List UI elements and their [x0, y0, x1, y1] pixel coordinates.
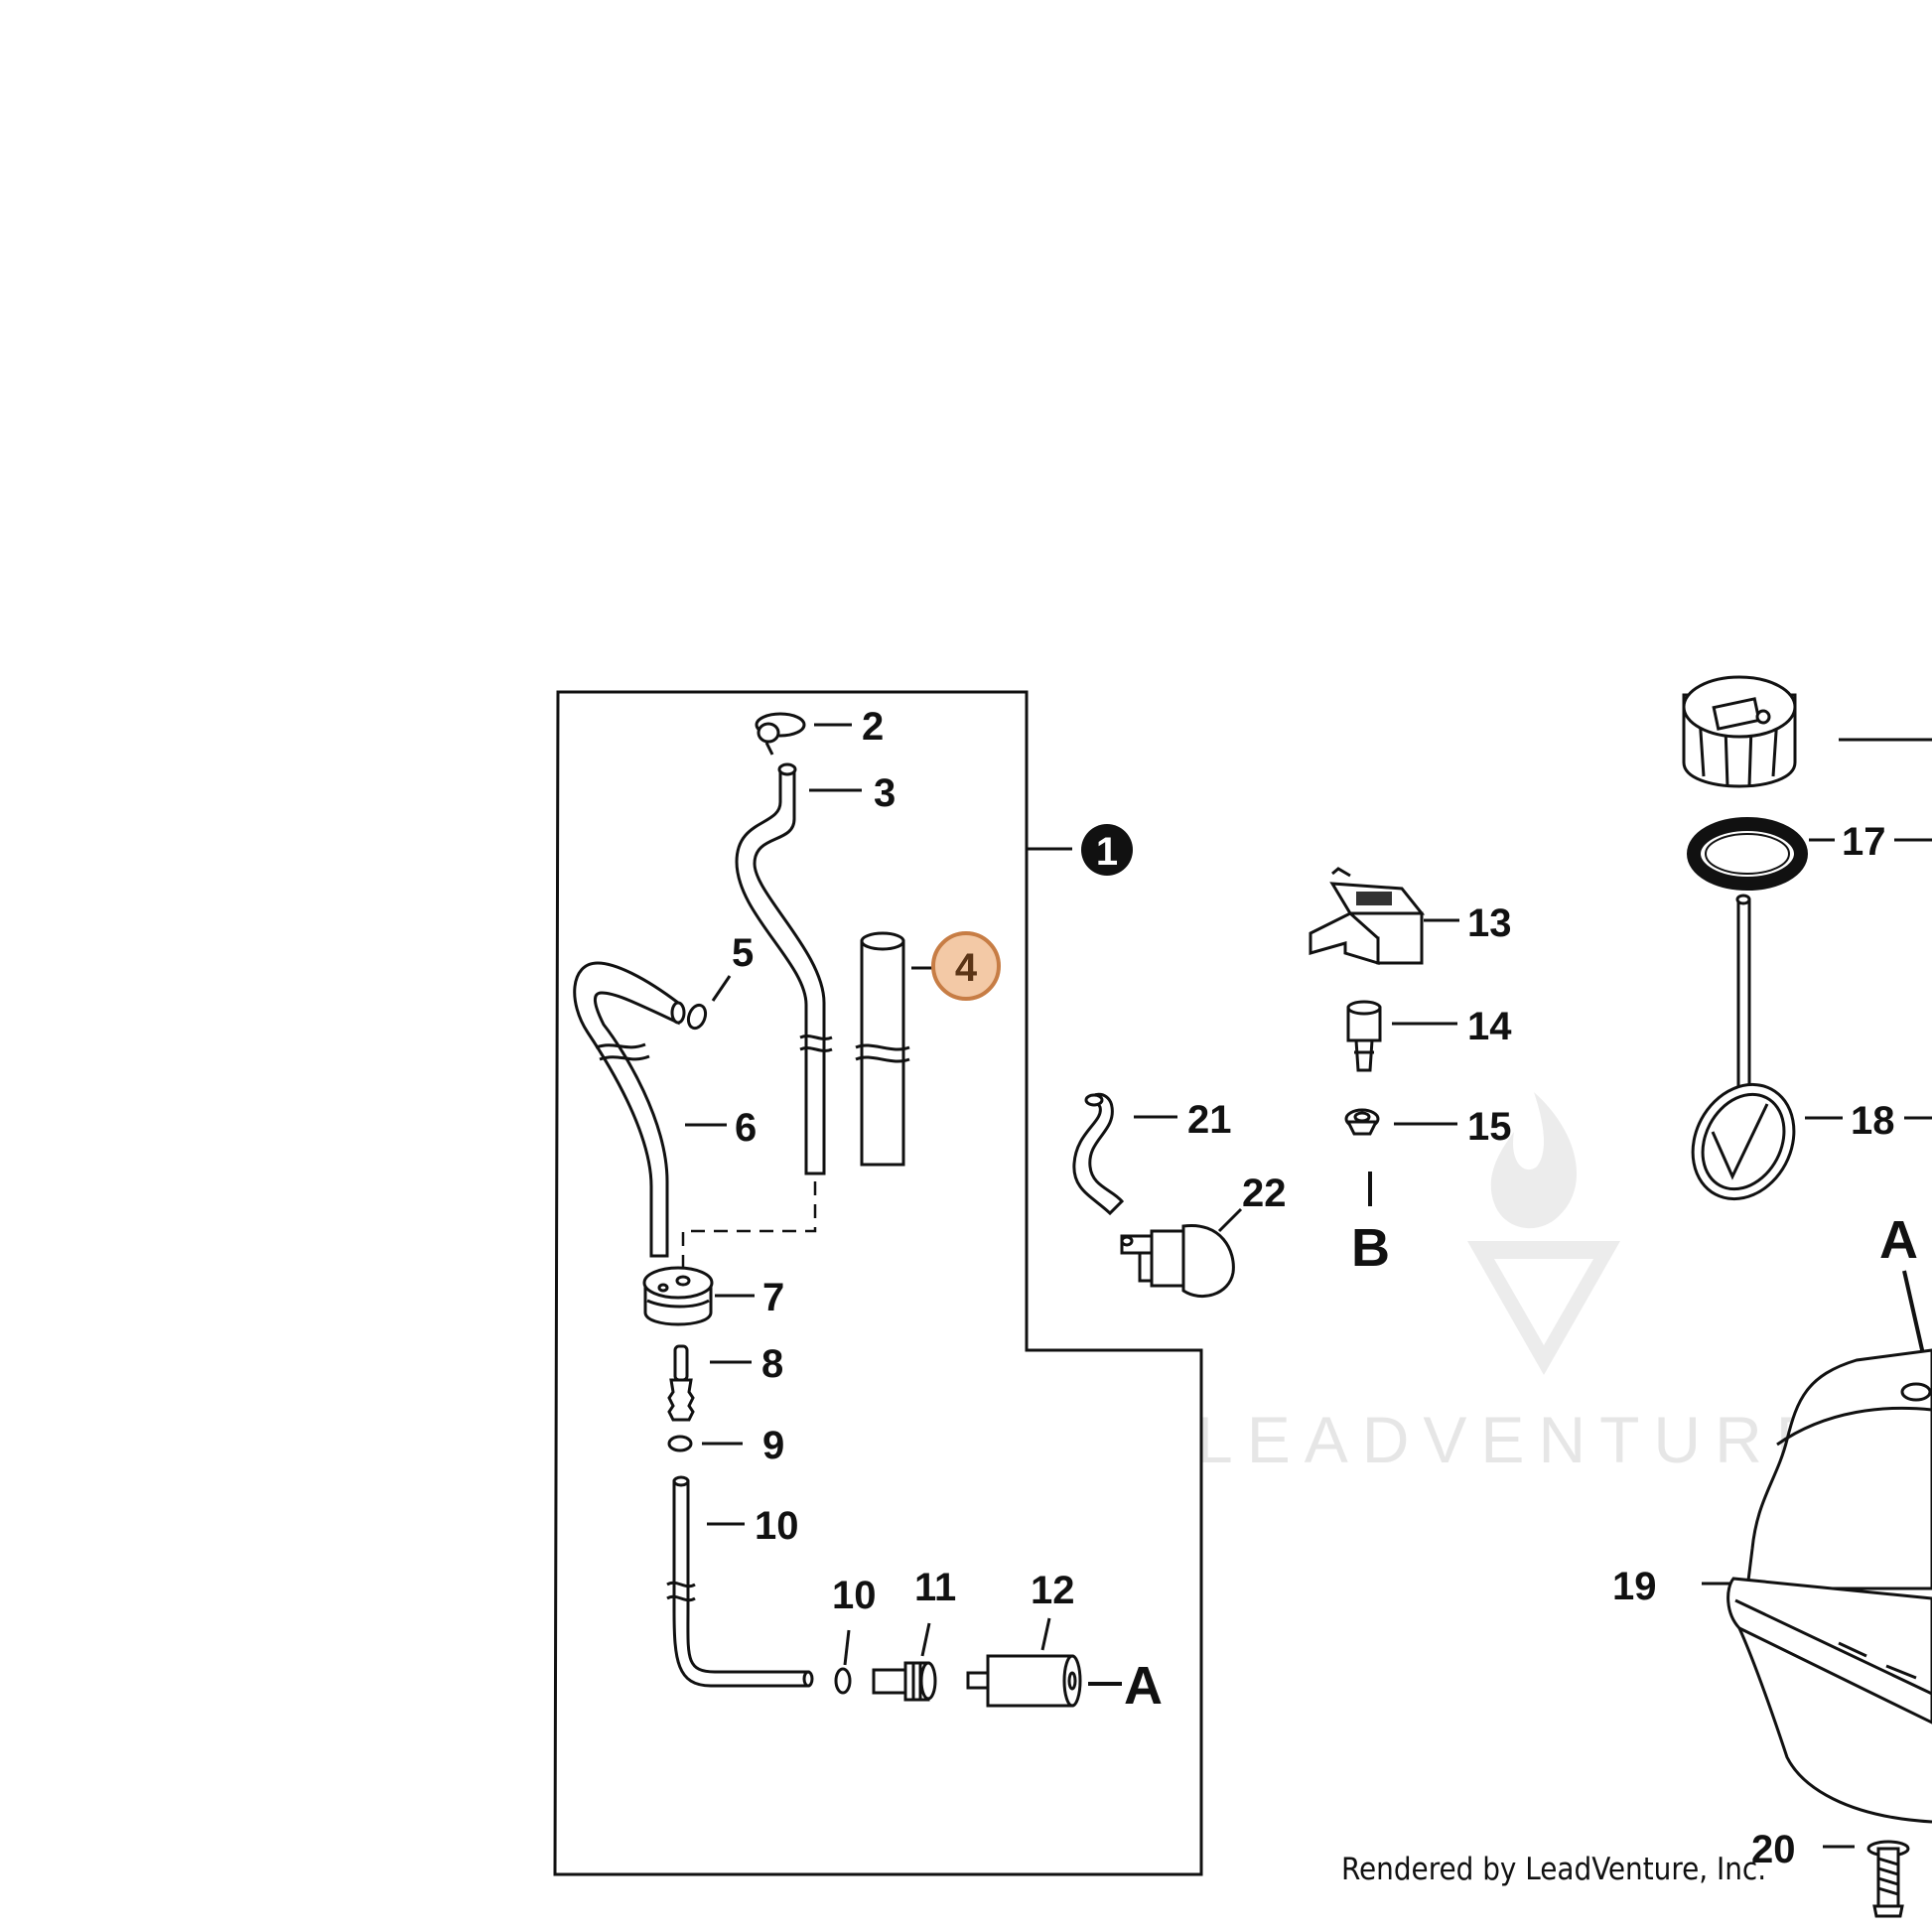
hose-3-part	[735, 762, 833, 1175]
strap-18-part	[1691, 894, 1796, 1201]
callout-10-lower: 10	[832, 1574, 877, 1617]
watermark-logo-icon	[1467, 1241, 1620, 1375]
dashed-connection	[681, 1181, 817, 1281]
callout-18: 18	[1851, 1099, 1895, 1143]
callout-19: 19	[1612, 1565, 1657, 1608]
cover-13-part	[1309, 867, 1426, 966]
o-ring-5-part	[686, 1003, 708, 1031]
watermark: LEADVENTURE	[1196, 1092, 1834, 1476]
callout-22: 22	[1242, 1172, 1287, 1215]
o-ring-10-part	[834, 1667, 852, 1695]
kit-badge	[1081, 824, 1133, 876]
callout-21: 21	[1187, 1098, 1232, 1142]
screw-20-part	[1866, 1840, 1910, 1918]
callout-17: 17	[1842, 820, 1886, 864]
grommet-7-part	[642, 1266, 714, 1326]
kit-outline	[553, 690, 1203, 1876]
grommet-15-part	[1344, 1108, 1380, 1136]
fuel-filter-12-part	[966, 1654, 1082, 1708]
primer-bulb-22-part	[1120, 1224, 1235, 1299]
tube-4-part	[855, 931, 910, 1167]
callout-3: 3	[874, 771, 896, 815]
callout-20: 20	[1751, 1828, 1796, 1871]
ref-a-tank: A	[1879, 1210, 1918, 1270]
fuel-cap-part	[1682, 675, 1797, 788]
callout-7: 7	[762, 1276, 784, 1319]
valve-14-part	[1346, 1000, 1382, 1072]
callout-15: 15	[1467, 1105, 1512, 1149]
gasket-17-part	[1687, 817, 1808, 891]
footer-credit: Rendered by LeadVenture, Inc.	[1341, 1852, 1766, 1887]
adapter-11-part	[872, 1661, 937, 1702]
callout-11: 11	[914, 1566, 956, 1609]
watermark-flame-icon	[1490, 1092, 1578, 1229]
callout-10-upper: 10	[755, 1504, 799, 1548]
ref-b: B	[1351, 1218, 1390, 1278]
callout-12: 12	[1031, 1569, 1075, 1612]
fuel-tank-19-part	[1726, 1348, 1932, 1824]
fitting-8-part	[667, 1344, 695, 1422]
callout-2: 2	[862, 705, 884, 749]
o-ring-9-part	[667, 1435, 693, 1452]
callout-6: 6	[735, 1106, 757, 1150]
clip-part	[755, 712, 806, 756]
callout-5: 5	[732, 931, 754, 975]
hose-6-part	[573, 961, 686, 1258]
highlight-callout-4[interactable]: 4	[931, 931, 1001, 1001]
callout-8: 8	[761, 1342, 783, 1386]
callout-9: 9	[762, 1424, 784, 1467]
hose-21-part	[1072, 1092, 1125, 1216]
callout-1: 1	[1096, 830, 1118, 874]
ref-a-filter: A	[1124, 1656, 1163, 1716]
callout-14: 14	[1467, 1005, 1512, 1048]
callout-13: 13	[1467, 901, 1512, 945]
watermark-text: LEADVENTURE	[1196, 1403, 1834, 1476]
fuel-line-10-part	[666, 1475, 814, 1688]
callout-4: 4	[955, 946, 978, 990]
